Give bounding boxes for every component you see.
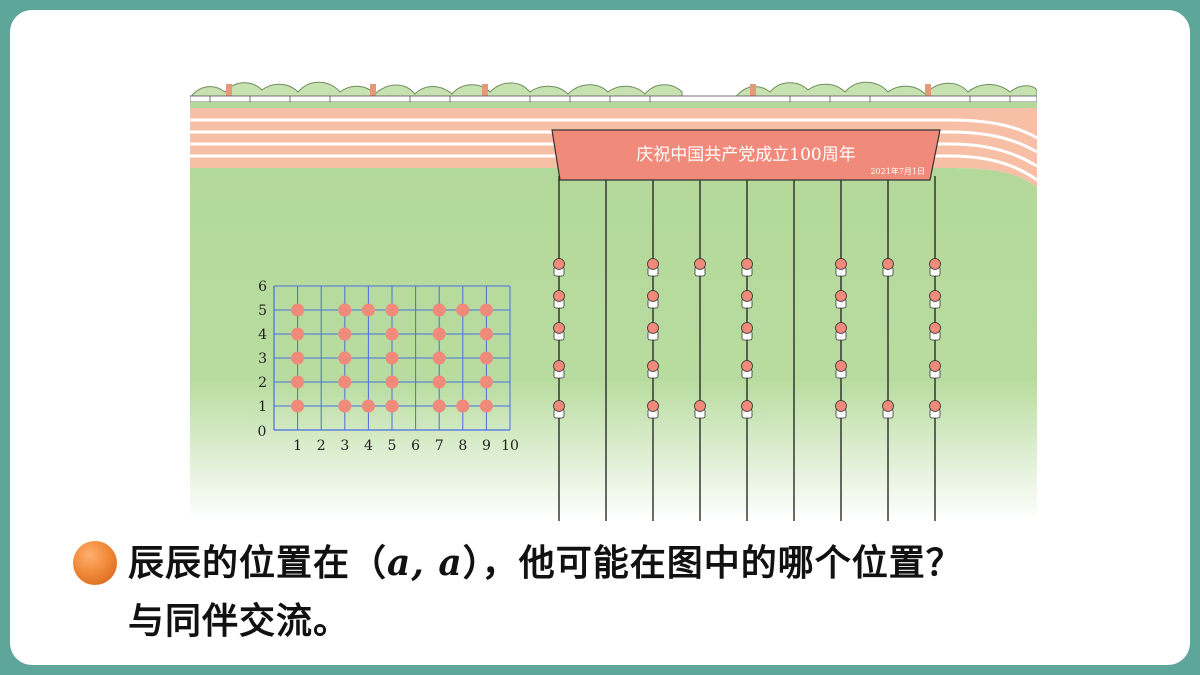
student-figure	[553, 322, 565, 341]
student-figure	[835, 322, 847, 341]
grid-dot	[479, 327, 493, 341]
grid-dot	[338, 327, 352, 341]
grid-dot	[432, 303, 446, 317]
student-figure	[741, 360, 753, 379]
grid-dot	[291, 327, 305, 341]
grid-dot	[432, 351, 446, 365]
student-figure	[694, 400, 706, 419]
grid-dot	[385, 399, 399, 413]
y-tick-label: 6	[258, 279, 267, 295]
question-line-1: 辰辰的位置在（a, a），他可能在图中的哪个位置？	[128, 534, 1168, 593]
grid-dot	[338, 351, 352, 365]
grid-dot	[361, 303, 375, 317]
x-tick-label: 9	[482, 438, 491, 454]
grid-dot	[291, 375, 305, 389]
grid-dot	[479, 351, 493, 365]
student-figure	[741, 400, 753, 419]
x-tick-label: 6	[411, 438, 420, 454]
student-figure	[929, 258, 941, 277]
question-part-b: ），他可能在图中的哪个位置？	[462, 543, 963, 584]
tree-line	[190, 81, 1037, 99]
student-figure	[553, 400, 565, 419]
question-line-2: 与同伴交流。	[128, 601, 351, 642]
question-part-a: 辰辰的位置在（	[128, 543, 388, 584]
x-tick-label: 1	[293, 438, 302, 454]
student-figure	[694, 258, 706, 277]
student-figure	[553, 360, 565, 379]
x-tick-label: 2	[317, 438, 326, 454]
grid-dot	[456, 303, 470, 317]
grid-dot	[385, 351, 399, 365]
student-figure	[929, 400, 941, 419]
banner-title: 庆祝中国共产党成立100周年	[636, 145, 855, 165]
student-figure	[553, 290, 565, 309]
student-figure	[882, 400, 894, 419]
student-figure	[882, 258, 894, 277]
grid-dot	[291, 399, 305, 413]
grid-dot	[338, 375, 352, 389]
x-tick-label: 3	[340, 438, 349, 454]
student-figure	[647, 360, 659, 379]
grid-dot	[385, 303, 399, 317]
y-tick-label: 2	[258, 375, 267, 391]
grid-dot	[432, 375, 446, 389]
x-tick-label: 5	[388, 438, 397, 454]
x-tick-label: 4	[364, 438, 373, 454]
student-figure	[553, 258, 565, 277]
grid-dot	[338, 303, 352, 317]
student-figure	[929, 360, 941, 379]
y-tick-label: 5	[258, 303, 267, 319]
student-figure	[835, 290, 847, 309]
grid-dot	[432, 327, 446, 341]
student-figure	[835, 360, 847, 379]
student-figure	[647, 322, 659, 341]
student-figure	[929, 322, 941, 341]
student-figure	[647, 290, 659, 309]
student-figure	[929, 290, 941, 309]
student-figure	[835, 400, 847, 419]
grid-dot	[479, 399, 493, 413]
grid-dot	[361, 399, 375, 413]
x-tick-label: 7	[435, 438, 444, 454]
students	[553, 258, 941, 419]
x-tick-label: 10	[501, 438, 519, 454]
question-text: 辰辰的位置在（a, a），他可能在图中的哪个位置？ 与同伴交流。	[128, 534, 1168, 651]
student-figure	[741, 322, 753, 341]
student-figure	[741, 258, 753, 277]
grid-dot	[291, 303, 305, 317]
y-tick-label: 3	[258, 351, 267, 367]
grid-dot	[385, 375, 399, 389]
grid-dot	[385, 327, 399, 341]
student-figure	[647, 400, 659, 419]
grid-dot	[432, 399, 446, 413]
y-tick-label: 1	[258, 399, 267, 415]
grid-dot	[479, 375, 493, 389]
grid-dot	[479, 303, 493, 317]
x-tick-label: 0	[258, 424, 267, 440]
orange-bullet-icon	[73, 541, 117, 585]
student-figure	[835, 258, 847, 277]
student-figure	[647, 258, 659, 277]
grid-dot	[291, 351, 305, 365]
celebration-banner: 庆祝中国共产党成立100周年 2021年7月1日	[551, 129, 941, 181]
student-figure	[741, 290, 753, 309]
grid-dot	[338, 399, 352, 413]
question-math: a, a	[387, 542, 463, 584]
banner-date: 2021年7月1日	[870, 166, 925, 176]
fence	[190, 95, 1037, 103]
lane-lines	[558, 176, 936, 521]
grid-dot	[456, 399, 470, 413]
x-tick-label: 8	[458, 438, 467, 454]
field	[190, 168, 1037, 521]
y-tick-label: 4	[258, 327, 267, 343]
